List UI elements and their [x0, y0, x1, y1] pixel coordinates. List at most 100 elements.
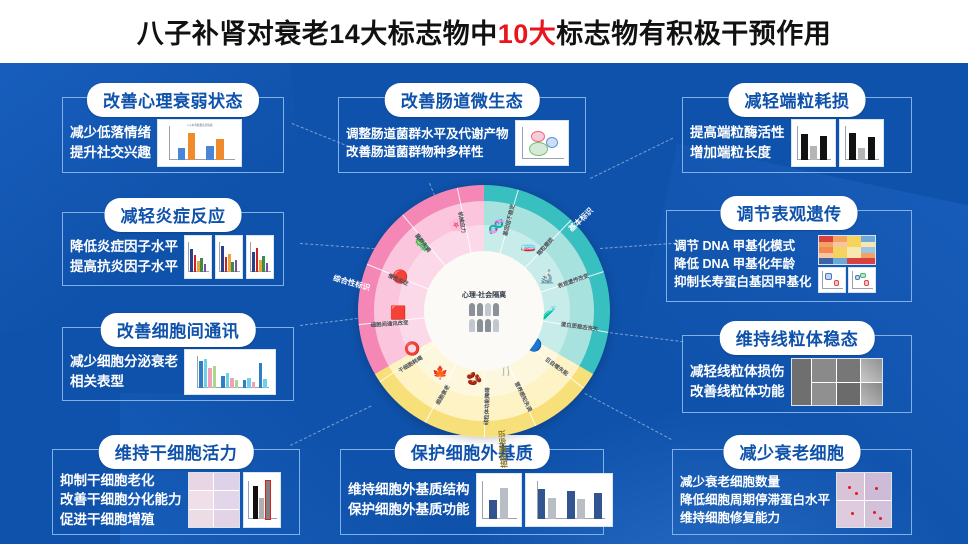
- card-thumbnails: [184, 235, 274, 279]
- card-body: 降低炎症因子水平 提高抗炎因子水平: [62, 232, 284, 282]
- card-title: 维持线粒体稳态: [735, 330, 859, 349]
- card-title-pill: 减轻端粒耗损: [728, 83, 866, 117]
- senescence-leaf-icon: 🍁: [432, 365, 449, 380]
- protein-icon: 🧪: [541, 305, 558, 320]
- card-cell-communication[interactable]: 改善细胞间通讯 减少细胞分泌衰老 相关表型: [62, 313, 294, 401]
- chart-thumbnail: [475, 473, 522, 527]
- card-line: 提升社交兴趣: [70, 145, 151, 160]
- card-title: 维持干细胞活力: [114, 444, 238, 463]
- chart-thumbnail: [246, 235, 274, 279]
- title-prefix: 八子补肾对衰老14大标志物中: [136, 19, 498, 49]
- card-thumbnails: [187, 472, 281, 528]
- card-title-pill: 改善细胞间通讯: [100, 313, 256, 347]
- people-figures: [469, 303, 499, 316]
- card-lines: 减少细胞分泌衰老 相关表型: [70, 352, 178, 391]
- page-title-bar: 八子补肾对衰老14大标志物中10大标志物有积极干预作用: [0, 0, 968, 63]
- card-body: 减轻线粒体损伤 改善线粒体功能: [682, 355, 912, 409]
- card-lines: 减轻线粒体损伤 改善线粒体功能: [690, 362, 785, 401]
- card-line: 减少衰老细胞数量: [680, 474, 781, 489]
- card-title: 改善细胞间通讯: [116, 322, 240, 341]
- card-line: 降低细胞周期停滞蛋白水平: [680, 492, 831, 507]
- connector-line: [590, 137, 674, 179]
- person-icon: [485, 303, 491, 316]
- micrograph-thumbnail: [790, 358, 883, 406]
- histone-icon: 🔬: [539, 269, 556, 284]
- histology-thumbnail: [187, 472, 240, 528]
- content-panel: 改善心理衰弱状态 减少低落情绪 提升社交兴趣 八子补肾胶囊改善情绪: [0, 63, 968, 544]
- card-thumbnails: [817, 235, 876, 293]
- chart-thumbnail: [838, 119, 884, 167]
- card-title-pill: 调节表观遗传: [720, 196, 858, 230]
- card-line: 抑制长寿蛋白基因甲基化: [674, 275, 812, 290]
- card-body: 减少衰老细胞数量 降低细胞周期停滞蛋白水平 维持细胞修复能力: [672, 469, 912, 531]
- card-body: 维持细胞外基质结构 保护细胞外基质功能: [340, 469, 613, 531]
- card-title: 改善肠道微生态: [400, 92, 524, 111]
- title-highlight: 10大: [497, 19, 557, 49]
- card-line: 降低 DNA 甲基化年龄: [674, 256, 796, 271]
- card-title: 减少衰老细胞: [739, 444, 845, 463]
- card-line: 调整肠道菌群水平及代谢产物: [346, 126, 509, 141]
- wheel-center-label: 心理-社会隔离: [461, 292, 507, 299]
- stemcell-icon: ⭕: [404, 341, 421, 356]
- card-thumbnails: 八子补肾胶囊改善情绪: [157, 119, 242, 167]
- card-ecm[interactable]: 保护细胞外基质 维持细胞外基质结构 保护细胞外基质功能: [340, 435, 613, 535]
- page-title: 八子补肾对衰老14大标志物中10大标志物有积极干预作用: [137, 12, 832, 51]
- card-senescent-cells[interactable]: 减少衰老细胞 减少衰老细胞数量 降低细胞周期停滞蛋白水平 维持细胞修复能力: [672, 435, 912, 535]
- scatter-thumbnail: [817, 267, 846, 293]
- scatter-thumbnail: [514, 120, 569, 166]
- card-epigenetics[interactable]: 调节表观遗传 调节 DNA 甲基化模式 降低 DNA 甲基化年龄 抑制长寿蛋白基…: [666, 196, 912, 302]
- card-line: 改善线粒体功能: [690, 384, 785, 399]
- dna-icon: 🧬: [488, 219, 505, 234]
- card-thumbnails: [790, 119, 884, 167]
- wheel-spokes: [358, 185, 610, 437]
- card-title-pill: 改善心理衰弱状态: [87, 83, 259, 117]
- chromosome-icon: 🧫: [520, 237, 537, 252]
- card-body: 减少细胞分泌衰老 相关表型: [62, 347, 294, 397]
- card-title-pill: 维持线粒体稳态: [719, 321, 875, 355]
- card-line: 改善干细胞分化能力: [60, 492, 182, 508]
- card-stem-cells[interactable]: 维持干细胞活力 抑制干细胞老化 改善干细胞分化能力 促进干细胞增殖: [52, 435, 300, 535]
- heatmap-thumbnail: [817, 235, 876, 265]
- card-thumbnails: [790, 358, 883, 406]
- card-thumbnails: [184, 349, 276, 395]
- card-body: 调节 DNA 甲基化模式 降低 DNA 甲基化年龄 抑制长寿蛋白基因甲基化: [666, 230, 912, 298]
- person-icon: [477, 319, 483, 332]
- card-title-pill: 减少衰老细胞: [723, 435, 861, 469]
- chart-thumbnail: [242, 472, 281, 528]
- card-line: 促进干细胞增殖: [60, 511, 155, 527]
- card-line: 保护细胞外基质功能: [348, 502, 470, 517]
- card-mitochondria[interactable]: 维持线粒体稳态 减轻线粒体损伤 改善线粒体功能: [682, 321, 912, 413]
- card-line: 维持细胞外基质结构: [348, 482, 470, 498]
- card-thumbnails: [514, 120, 569, 166]
- card-line: 减轻线粒体损伤: [690, 364, 785, 380]
- card-lines: 抑制干细胞老化 改善干细胞分化能力 促进干细胞增殖: [60, 471, 182, 530]
- card-gut-microbiome[interactable]: 改善肠道微生态 调整肠道菌群水平及代谢产物 改善肠道菌群物种多样性: [338, 83, 586, 173]
- aging-hallmarks-wheel[interactable]: 🧬 🧫 🔬 🧪 🔵 🍴 🫘 🍁 ⭕ 🟥 🔴 🦠 🌸 基因组不稳定 端粒磨损 表观…: [332, 185, 610, 468]
- chart-thumbnail: [524, 473, 613, 527]
- person-icon: [469, 319, 475, 332]
- card-line: 维持细胞修复能力: [680, 511, 781, 526]
- card-lines: 减少低落情绪 提升社交兴趣: [70, 123, 151, 162]
- card-line: 相关表型: [70, 374, 124, 389]
- wheel-hub: 心理-社会隔离: [424, 251, 544, 371]
- card-inflammation[interactable]: 减轻炎症反应 降低炎症因子水平 提高抗炎因子水平: [62, 198, 284, 286]
- card-line: 增加端粒长度: [690, 145, 771, 160]
- scatter-thumbnail: [847, 267, 876, 293]
- person-icon: [477, 303, 483, 316]
- people-figures: [469, 319, 499, 332]
- title-suffix: 标志物有积极干预作用: [556, 19, 832, 49]
- card-title-pill: 改善肠道微生态: [384, 83, 540, 117]
- card-title-pill: 减轻炎症反应: [104, 198, 242, 232]
- mitochondria-icon: 🫘: [466, 371, 483, 386]
- chart-thumbnail: [790, 119, 836, 167]
- card-lines: 提高端粒酶活性 增加端粒长度: [690, 123, 785, 162]
- card-line: 减少低落情绪: [70, 125, 151, 141]
- card-title: 保护细胞外基质: [410, 444, 534, 463]
- card-title-pill: 维持干细胞活力: [98, 435, 254, 469]
- chart-thumbnail: [184, 349, 276, 395]
- card-psych-frailty[interactable]: 改善心理衰弱状态 减少低落情绪 提升社交兴趣 八子补肾胶囊改善情绪: [62, 83, 284, 173]
- mechanical-icon: 🌸: [448, 217, 465, 232]
- card-telomere[interactable]: 减轻端粒耗损 提高端粒酶活性 增加端粒长度: [682, 83, 912, 173]
- card-title: 改善心理衰弱状态: [103, 92, 243, 111]
